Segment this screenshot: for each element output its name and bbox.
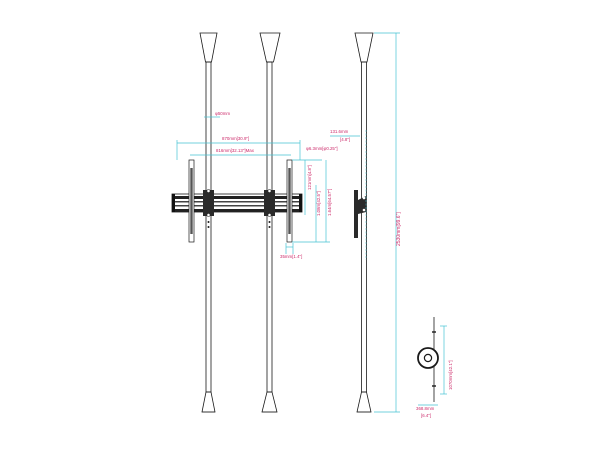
height-a-label: 1.08m[42.5"] <box>316 191 321 216</box>
side-view: 2530mm[99.6"] <box>354 32 402 413</box>
height-b-label: 1.64m[64.57"] <box>327 189 332 216</box>
outer-width-label: 870mm[30.9"] <box>222 136 249 141</box>
base-inch-label: [6.4"] <box>421 413 431 418</box>
vesa-arms <box>188 159 293 243</box>
base-value-label: 368.8mm <box>416 406 435 411</box>
slot-width-label: 35mm[1.4"] <box>280 254 302 259</box>
front-view <box>171 32 303 413</box>
offset-value-label: 131.6mm <box>330 129 349 134</box>
tv-rail <box>171 189 303 217</box>
left-pole <box>199 32 218 413</box>
right-pole <box>259 32 281 413</box>
pole-diameter-label: φ50mm <box>215 111 230 116</box>
front-dimensions: φ50mm 870mm[30.9"] 816mm[32.13"]Max 121m… <box>176 111 360 259</box>
hole-diameter-label: φ6.3mm[φ0.25"] <box>306 146 338 151</box>
total-height-label: 2530mm[99.6"] <box>396 212 402 246</box>
upper-gap-label: 121mm[4.8"] <box>307 165 312 190</box>
offset-inch-label: [4.8"] <box>340 137 350 142</box>
inner-width-label: 816mm[32.13"]Max <box>216 148 255 153</box>
base-detail: 1070mm[42.1"] 368.8mm [6.4"] <box>416 317 453 418</box>
plate-diameter-label: 1070mm[42.1"] <box>448 360 453 390</box>
